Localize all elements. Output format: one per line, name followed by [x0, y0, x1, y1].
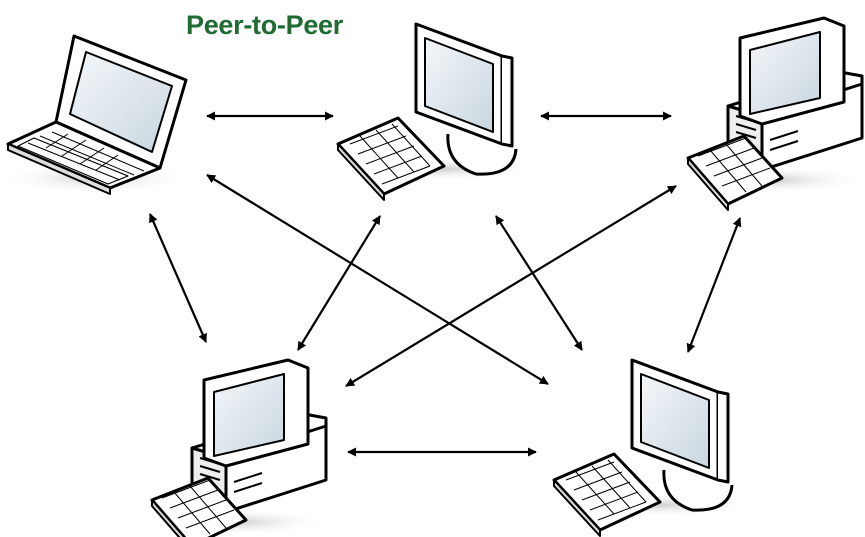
arrow-desktop-top-right-to-desktop-bottom-left: [345, 185, 677, 387]
lcd-monitor-icon: [336, 22, 536, 201]
lcd-monitor-icon: [552, 358, 752, 537]
diagram-title: Peer-to-Peer: [186, 10, 343, 40]
desktop-pc-icon: [149, 358, 329, 537]
arrow-desktop-top-right-to-lcd-bottom-right: [686, 217, 742, 353]
laptop-icon: [0, 34, 190, 195]
connection-arrows: [148, 111, 742, 457]
arrow-laptop-to-desktop-bottom-left: [148, 213, 208, 343]
arrow-laptop-to-lcd-bottom-right: [206, 174, 549, 385]
arrow-lcd-top-to-lcd-bottom-right: [495, 215, 583, 351]
arrow-lcd-top-to-desktop-bottom-left: [297, 215, 381, 351]
desktop-pc-icon: [685, 16, 865, 211]
